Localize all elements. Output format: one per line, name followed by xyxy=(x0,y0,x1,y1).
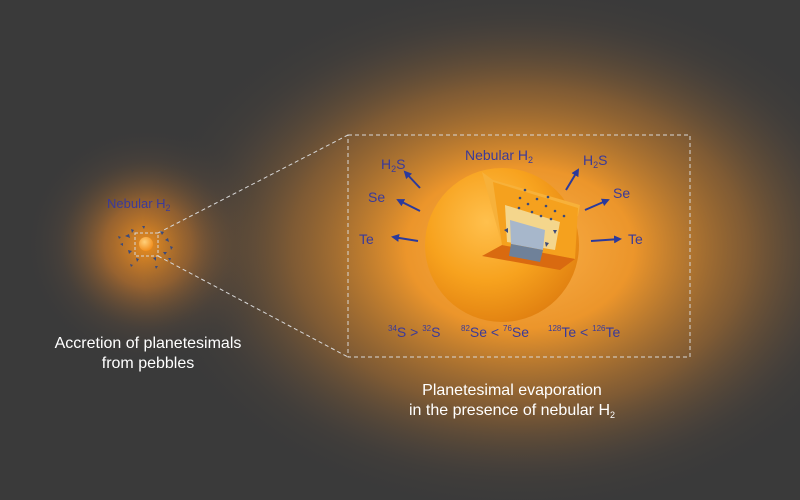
species-h2s-right-sub: 2 xyxy=(593,160,599,170)
isotope-selenium-el2: Se xyxy=(511,324,530,340)
species-te-left-text: Te xyxy=(359,231,374,247)
isotope-sulfur: 34S > 32S xyxy=(388,324,440,340)
species-h2s-left: H2S xyxy=(381,156,405,174)
zoom-nebular-sub: 2 xyxy=(528,155,534,165)
evaporation-caption: Planetesimal evaporation in the presence… xyxy=(392,381,632,425)
evaporation-caption-line2-sub: 2 xyxy=(610,410,616,420)
zoom-line-top xyxy=(157,134,349,234)
species-se-right: Se xyxy=(613,185,630,201)
evaporation-caption-line1: Planetesimal evaporation xyxy=(422,382,602,399)
arrow-h2s-left xyxy=(403,170,421,189)
zoom-nebular-h2-label: Nebular H2 xyxy=(465,147,533,165)
small-nebular-h2-label: Nebular H2 xyxy=(107,196,171,213)
species-se-left: Se xyxy=(368,189,385,205)
species-se-right-text: Se xyxy=(613,185,631,201)
small-planetesimal xyxy=(139,237,153,251)
isotope-sulfur-el1: S xyxy=(396,324,407,340)
isotope-tellurium-mass2: 126 xyxy=(592,324,606,333)
evaporation-arrows xyxy=(391,168,622,244)
isotope-selenium-op: < xyxy=(490,324,500,340)
species-h2s-right-suffix: S xyxy=(598,152,608,168)
isotope-tellurium-el1: Te xyxy=(561,324,577,340)
zoom-line-bottom xyxy=(157,255,349,358)
isotope-selenium-mass1: 82 xyxy=(461,324,470,333)
isotope-sulfur-el2: S xyxy=(431,324,441,340)
species-te-left: Te xyxy=(359,231,374,247)
species-h2s-left-prefix: H xyxy=(381,156,392,172)
isotope-sulfur-mass2: 32 xyxy=(422,324,432,333)
arrow-te-left xyxy=(391,233,419,242)
isotope-tellurium-mass1: 128 xyxy=(548,324,562,333)
species-h2s-left-sub: 2 xyxy=(391,164,397,174)
arrow-se-right xyxy=(584,198,610,211)
arrow-se-left xyxy=(396,199,421,212)
species-se-left-text: Se xyxy=(368,189,386,205)
large-zoom-box xyxy=(347,134,691,358)
isotope-selenium-mass2: 76 xyxy=(503,324,512,333)
accretion-caption: Accretion of planetesimals from pebbles xyxy=(28,334,268,374)
arrow-te-right xyxy=(590,235,622,244)
species-h2s-right-prefix: H xyxy=(583,152,594,168)
pebbles xyxy=(118,226,173,269)
small-nebular-text: Nebular H xyxy=(107,196,166,211)
isotope-tellurium-el2: Te xyxy=(605,324,621,340)
arrow-h2s-right xyxy=(565,168,580,191)
small-nebular-sub: 2 xyxy=(165,203,171,213)
species-h2s-left-suffix: S xyxy=(396,156,406,172)
species-h2s-right: H2S xyxy=(583,152,607,170)
species-te-right-text: Te xyxy=(628,231,643,247)
isotope-selenium: 82Se < 76Se xyxy=(461,324,529,340)
isotope-sulfur-mass1: 34 xyxy=(388,324,397,333)
isotope-selenium-el1: Se xyxy=(469,324,488,340)
planetesimal-cutaway xyxy=(425,168,580,322)
evaporation-caption-line2-text: in the presence of nebular H xyxy=(408,402,610,419)
zoom-nebular-text: Nebular H xyxy=(465,147,529,163)
evaporation-caption-line2: in the presence of nebular H2 xyxy=(392,401,632,425)
isotope-tellurium: 128Te < 126Te xyxy=(548,324,620,340)
species-te-right: Te xyxy=(628,231,643,247)
small-zoom-box xyxy=(134,232,159,257)
isotope-tellurium-op: < xyxy=(580,324,589,340)
accretion-caption-line1: Accretion of planetesimals xyxy=(54,335,242,352)
isotope-sulfur-op: > xyxy=(410,324,419,340)
accretion-caption-line2: from pebbles xyxy=(101,355,195,372)
